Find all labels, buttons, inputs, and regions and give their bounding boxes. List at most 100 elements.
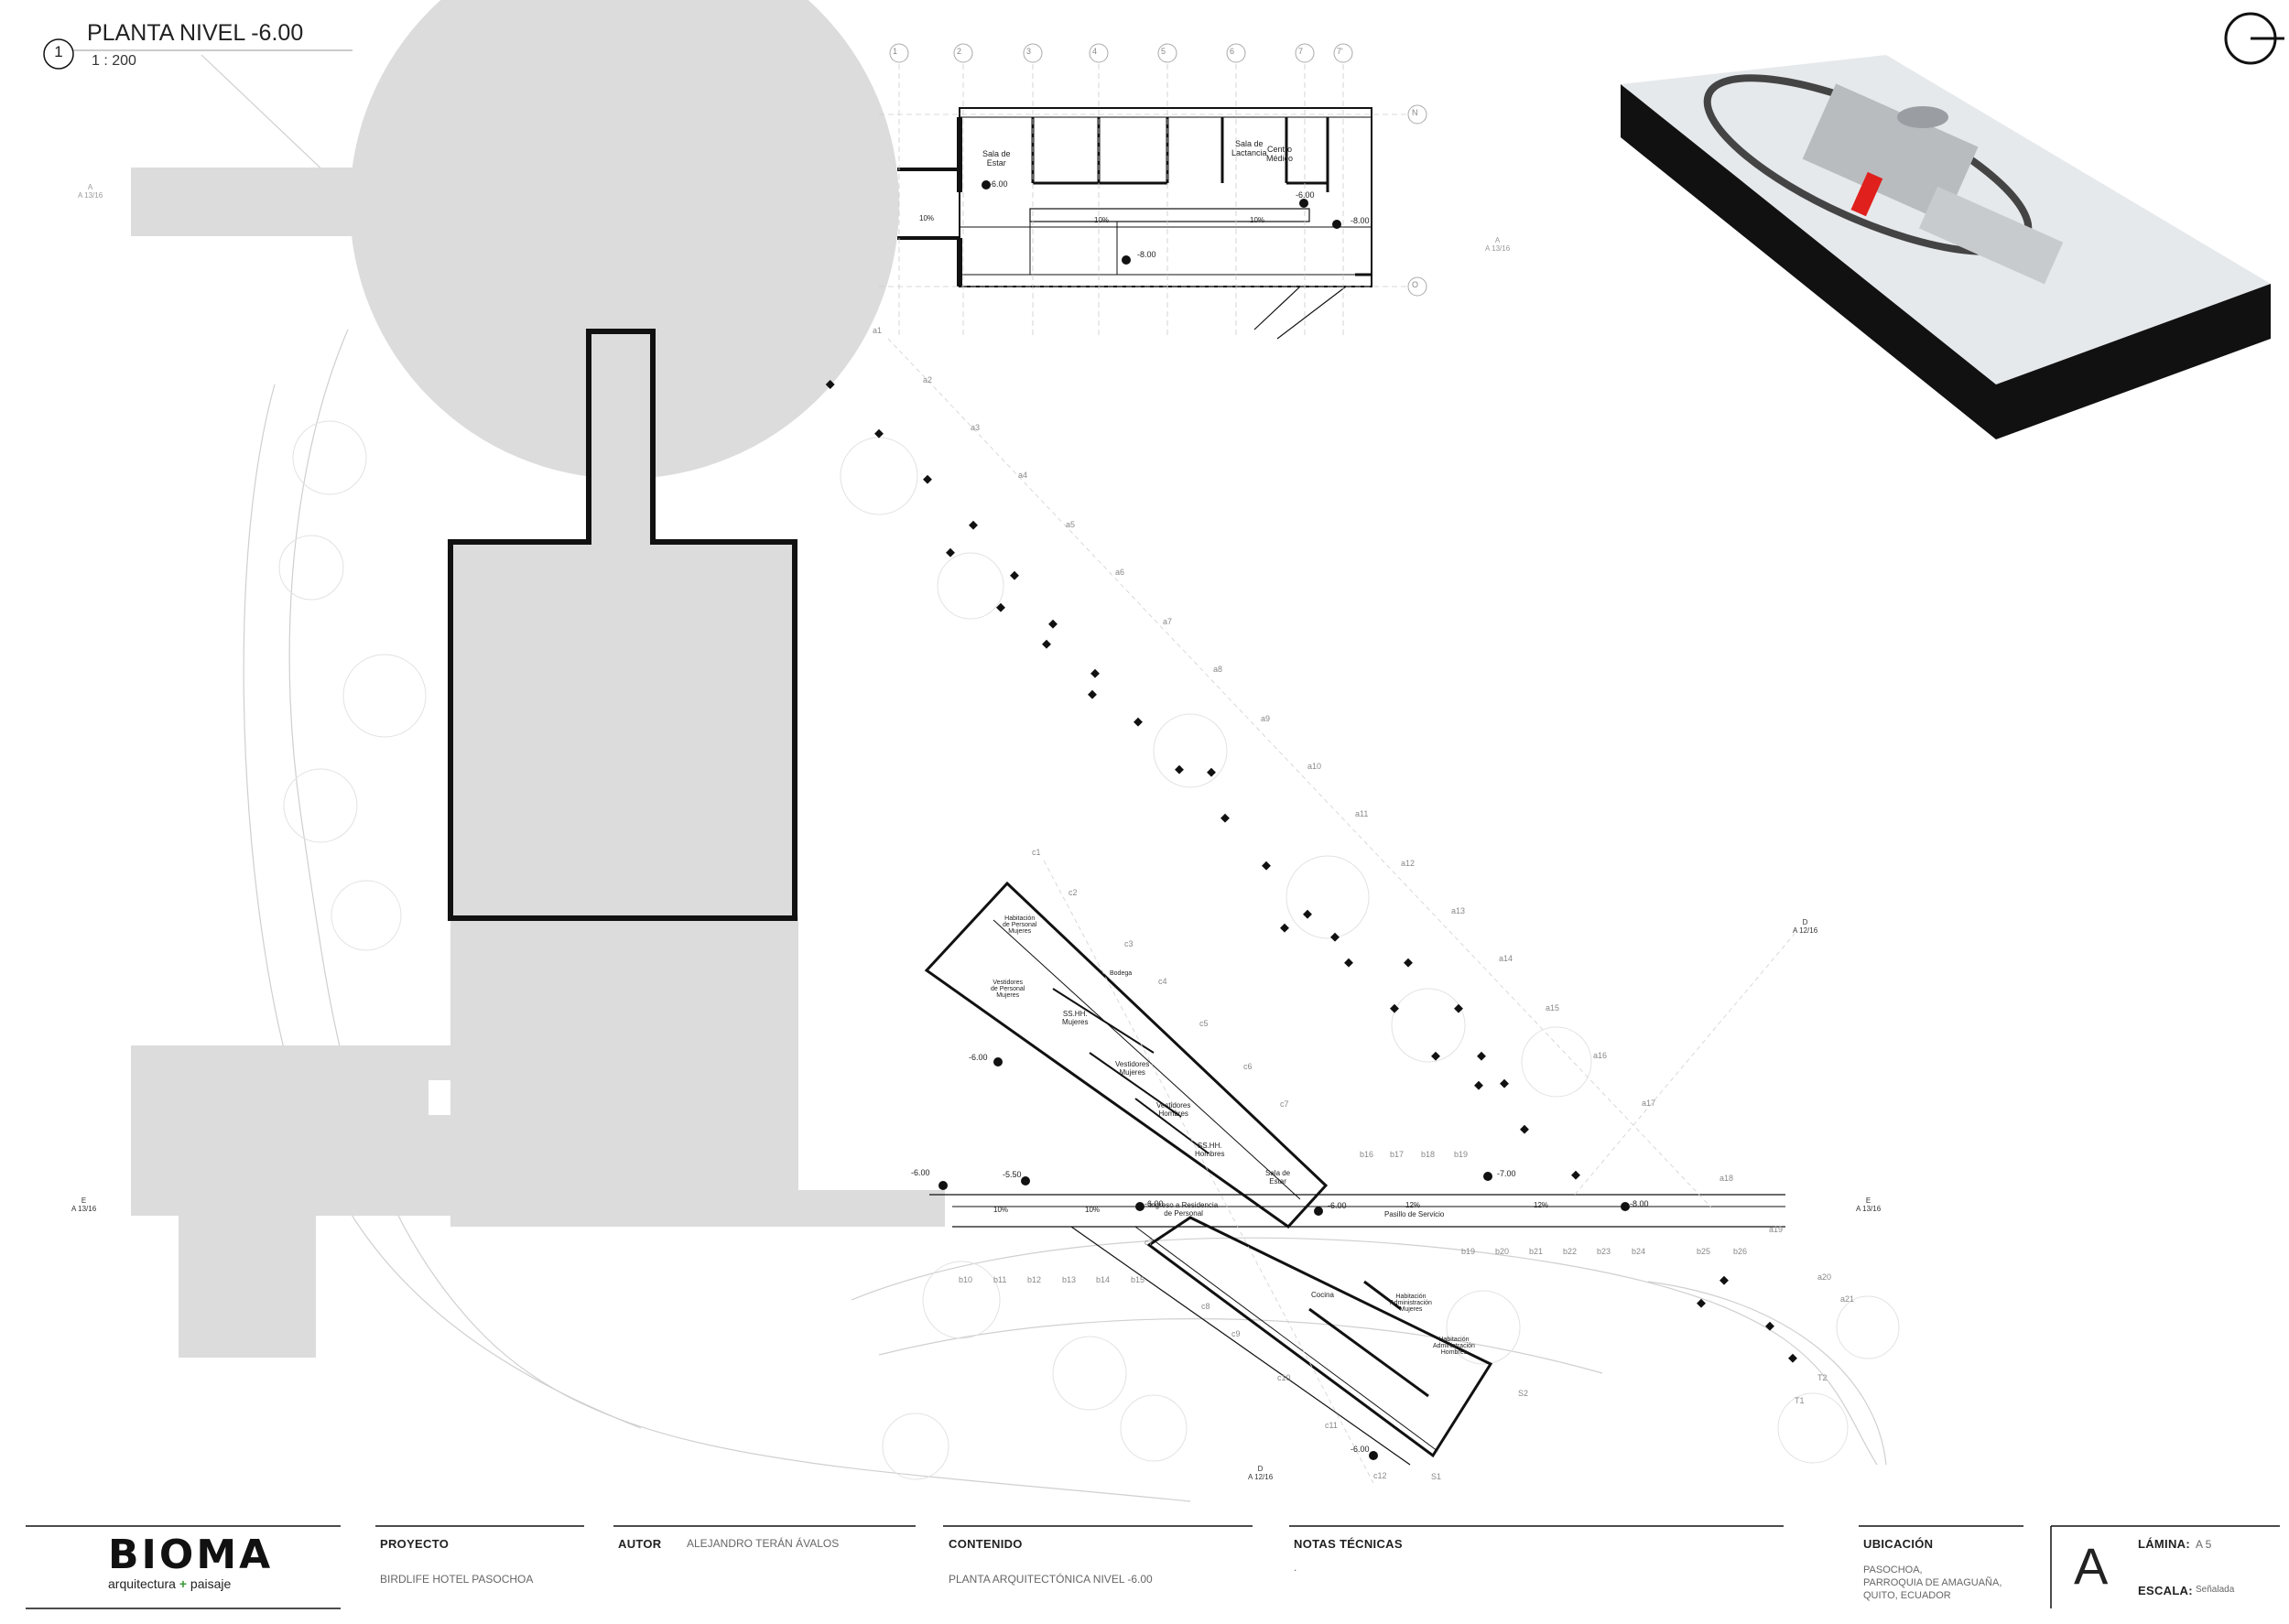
- axis-label: b21: [1529, 1247, 1544, 1256]
- title-block-lines: [26, 1525, 2280, 1609]
- contenido-value: PLANTA ARQUITECTÓNICA NIVEL -6.00: [949, 1573, 1153, 1586]
- room-label: Vestidores de Personal Mujeres: [991, 980, 1025, 999]
- room-label: Vestidores Hombres: [1156, 1101, 1191, 1118]
- axis-label: T2: [1817, 1373, 1828, 1382]
- slope-label: 10%: [919, 214, 935, 222]
- slope-label: 10%: [1250, 216, 1265, 224]
- axis-label: c9: [1231, 1329, 1241, 1338]
- outlined-mass: [448, 329, 797, 921]
- axis-label: b18: [1421, 1150, 1436, 1159]
- escala-value: Señalada: [2196, 1585, 2235, 1595]
- proyecto-label: PROYECTO: [380, 1537, 450, 1551]
- axis-label: c7: [1144, 1238, 1154, 1247]
- axis-label: a11: [1355, 809, 1369, 818]
- axis-label: T1: [1795, 1396, 1805, 1405]
- room-label: Ingreso a Residencia de Personal: [1149, 1201, 1219, 1218]
- level-label: -5.50: [1003, 1170, 1022, 1179]
- lamina-label: LÁMINA:: [2138, 1537, 2190, 1551]
- axis-label: b19: [1461, 1247, 1476, 1256]
- axis-label: c8: [1201, 1302, 1210, 1311]
- upper-level-mass: [131, 0, 945, 1358]
- axis-label: a10: [1307, 762, 1322, 771]
- axis-label: S2: [1518, 1389, 1529, 1398]
- room-label: Vestidores Mujeres: [1115, 1060, 1150, 1077]
- axonometric-model: [1621, 55, 2271, 439]
- drawing-number: 1: [54, 43, 63, 60]
- level-label: -7.00: [1497, 1169, 1516, 1178]
- axis-label: c6: [1243, 1062, 1253, 1071]
- axis-label: b15: [1131, 1275, 1145, 1284]
- autor-label: AUTOR: [618, 1537, 662, 1551]
- grid-label: 2: [957, 47, 962, 56]
- slope-label: 10%: [993, 1206, 1009, 1214]
- axis-label: b11: [993, 1275, 1007, 1284]
- escala-label: ESCALA:: [2138, 1584, 2193, 1597]
- grid-label: O: [1412, 280, 1419, 289]
- axis-label: a13: [1451, 906, 1466, 915]
- level-label: -6.00: [1296, 190, 1315, 200]
- grid-bubbles-top: [889, 43, 1427, 297]
- axis-label: c10: [1277, 1373, 1291, 1382]
- north-arrow-icon: [2224, 12, 2284, 65]
- grid-label: 6: [1230, 47, 1235, 56]
- axis-label: a4: [1018, 471, 1028, 480]
- axis-label: a12: [1401, 859, 1416, 868]
- axis-label: a17: [1642, 1099, 1656, 1108]
- ubicacion-value: PASOCHOA, PARROQUIA DE AMAGUAÑA, QUITO, …: [1863, 1564, 2002, 1601]
- level-label: -8.00: [1351, 216, 1370, 225]
- drawing-title: PLANTA NIVEL -6.00: [87, 20, 304, 46]
- axis-label: a5: [1066, 520, 1076, 529]
- sheet-letter: A: [2074, 1537, 2109, 1595]
- axis-label: c4: [1158, 977, 1167, 986]
- axis-label: a1: [873, 326, 883, 335]
- axis-label: b12: [1027, 1275, 1042, 1284]
- room-label: SS.HH. Hombres: [1195, 1142, 1225, 1158]
- room-label: Bodega: [1110, 970, 1133, 977]
- axis-label: b13: [1062, 1275, 1077, 1284]
- axis-label: a3: [971, 423, 981, 432]
- axis-label: c11: [1325, 1421, 1338, 1430]
- level-label: -8.00: [1137, 250, 1156, 259]
- axis-label: S1: [1431, 1472, 1442, 1481]
- contenido-label: CONTENIDO: [949, 1537, 1023, 1551]
- room-label-sala-estar: Sala de Estar: [982, 149, 1011, 168]
- notas-value: .: [1294, 1561, 1297, 1574]
- slope-label: 10%: [1094, 216, 1110, 224]
- drawing-scale: 1 : 200: [92, 53, 136, 69]
- grid-label: 5: [1161, 47, 1166, 56]
- room-label: Habitación Administración Hombres: [1433, 1337, 1475, 1356]
- axis-label: b23: [1597, 1247, 1611, 1256]
- axis-label: b20: [1495, 1247, 1510, 1256]
- axis-label: b26: [1733, 1247, 1748, 1256]
- top-plan-wing: [897, 107, 1372, 340]
- notas-label: NOTAS TÉCNICAS: [1294, 1537, 1403, 1551]
- level-markers: [938, 180, 1630, 1460]
- axis-label: a8: [1213, 665, 1223, 674]
- grid-label: 1: [893, 47, 898, 56]
- diagonal-building: [924, 881, 1785, 1466]
- axis-label: a14: [1499, 954, 1513, 963]
- grid-label: 7': [1337, 47, 1343, 56]
- axis-label: b19: [1454, 1150, 1469, 1159]
- axis-label: a19: [1769, 1225, 1784, 1234]
- axis-label: a18: [1719, 1174, 1734, 1183]
- axis-label: a2: [923, 375, 933, 384]
- proyecto-value: BIRDLIFE HOTEL PASOCHOA: [380, 1573, 534, 1586]
- grid-label: 7: [1298, 47, 1304, 56]
- grid-label: 3: [1026, 47, 1032, 56]
- room-label-lactancia: Sala de Lactancia: [1231, 139, 1267, 157]
- structural-columns: [825, 380, 1797, 1363]
- axis-rays: [887, 338, 1795, 1484]
- axis-label: b16: [1360, 1150, 1374, 1159]
- drawing-number-circle: [43, 38, 74, 70]
- axis-label: b25: [1697, 1247, 1711, 1256]
- axis-label: c7: [1280, 1099, 1289, 1109]
- autor-value: ALEJANDRO TERÁN ÁVALOS: [687, 1537, 840, 1550]
- slope-label: 12%: [1534, 1201, 1549, 1209]
